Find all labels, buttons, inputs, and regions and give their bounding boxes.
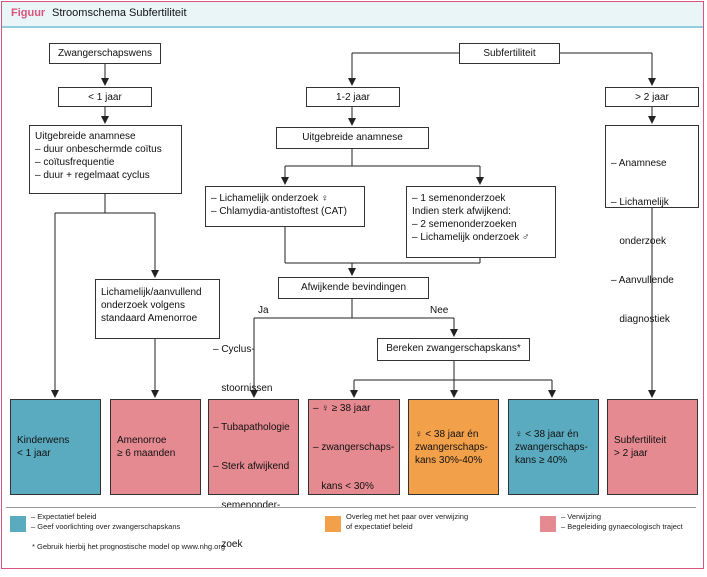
node-subfertiliteit: Subfertiliteit: [459, 43, 560, 64]
afwijkende-bevindingen-label: Afwijkende bevindingen: [300, 282, 407, 293]
amenorroe-std-line-3: standaard Amenorroe: [101, 313, 198, 324]
outcome-kinderwens-line-1: Kinderwens: [17, 435, 70, 446]
outcome-30-40: ♀ < 38 jaar én zwangerschaps- kans 30%-4…: [408, 399, 499, 495]
figure-title: Stroomschema Subfertiliteit: [52, 7, 187, 19]
semen-item-3: – 2 semenonderzoeken: [412, 219, 517, 230]
outcome-38-jaar-lt30: – ♀ ≥ 38 jaar – zwangerschaps- kans < 30…: [308, 399, 400, 495]
anamnese-right-item-2: – Lichamelijk: [611, 197, 669, 208]
outcome-lt30-line-2: – zwangerschaps-: [313, 441, 395, 453]
lich-onderzoek-item-2: – Chlamydia-antistoftest (CAT): [211, 206, 347, 217]
outcome-lt30-line-1: – ♀ ≥ 38 jaar: [313, 402, 371, 414]
outcome-cyclus-line-2: stoornissen: [213, 383, 273, 394]
anamnese-left-item-3: – duur + regelmaat cyclus: [35, 170, 150, 181]
lich-onderzoek-item-1: – Lichamelijk onderzoek ♀: [211, 193, 329, 204]
node-anamnese-right: – Anamnese – Lichamelijk onderzoek – Aan…: [605, 125, 699, 325]
legend-orange-line-1: Overleg met het paar over verwijzing: [346, 512, 469, 521]
outcome-subfert-line-1: Subfertiliteit: [614, 435, 667, 446]
anamnese-right-item-3: – Aanvullende: [611, 275, 674, 286]
legend-top-rule: [6, 507, 696, 508]
node-1-2-jaar-label: 1-2 jaar: [336, 92, 370, 103]
outcome-ge40-line-1: ♀ < 38 jaar én: [515, 428, 579, 440]
outcome-30-40-line-1: ♀ < 38 jaar én: [415, 428, 479, 440]
node-afwijkende-bevindingen: Afwijkende bevindingen: [278, 277, 429, 299]
node-1-2-jaar: 1-2 jaar: [306, 87, 400, 107]
outcome-cyclus-line-4: – Sterk afwijkend: [213, 461, 290, 472]
outcome-cyclusstoornissen: – Cyclus- stoornissen – Tubapathologie –…: [208, 344, 299, 550]
semen-item-2: Indien sterk afwijkend:: [412, 206, 511, 217]
outcome-amenorroe: Amenorroe ≥ 6 maanden: [110, 399, 201, 495]
label-ja: Ja: [258, 305, 269, 316]
amenorroe-std-line-2: onderzoek volgens: [101, 300, 185, 311]
node-gt2-jaar: > 2 jaar: [605, 87, 699, 107]
semen-item-1: – 1 semenonderzoek: [412, 193, 506, 204]
legend-swatch-teal: [10, 516, 26, 532]
outcome-cyclus-line-5: semenonder-: [213, 500, 281, 511]
node-uitgebreide-anamnese-mid: Uitgebreide anamnese: [276, 127, 429, 149]
node-zwangerschapswens-label: Zwangerschapswens: [58, 48, 152, 59]
anamnese-right-item-1: – Anamnese: [611, 158, 667, 169]
header-rule: [2, 26, 703, 28]
legend-orange-text: Overleg met het paar over verwijzing of …: [346, 512, 468, 532]
legend-teal-line-1: – Expectatief beleid: [31, 512, 97, 521]
outcome-cyclus-line-6: zoek: [213, 539, 243, 550]
anamnese-mid-label: Uitgebreide anamnese: [302, 132, 403, 143]
footnote: * Gebruik hierbij het prognostische mode…: [32, 542, 226, 551]
outcome-amenorroe-line-1: Amenorroe: [117, 435, 167, 446]
outcome-ge40: ♀ < 38 jaar én zwangerschaps- kans ≥ 40%: [508, 399, 599, 495]
outcome-ge40-line-2: zwangerschaps-: [515, 441, 588, 453]
outcome-kinderwens: Kinderwens < 1 jaar: [10, 399, 101, 495]
node-zwangerschapswens: Zwangerschapswens: [49, 43, 161, 64]
anamnese-left-item-2: – coïtusfrequentie: [35, 157, 115, 168]
node-semenonderzoek: – 1 semenonderzoek Indien sterk afwijken…: [406, 186, 556, 258]
figure-label: Figuur: [11, 7, 46, 19]
legend-pink-text: – Verwijzing – Begeleiding gynaecologisc…: [561, 512, 683, 532]
node-subfertiliteit-label: Subfertiliteit: [483, 48, 536, 59]
anamnese-right-item-3b: diagnostiek: [611, 314, 670, 325]
outcome-ge40-line-3: kans ≥ 40%: [515, 454, 568, 466]
node-lt1-jaar: < 1 jaar: [58, 87, 152, 107]
outcome-cyclus-line-1: – Cyclus-: [213, 344, 255, 355]
outcome-amenorroe-line-2: ≥ 6 maanden: [117, 448, 176, 459]
node-lichamelijk-onderzoek: – Lichamelijk onderzoek ♀ – Chlamydia-an…: [205, 186, 365, 227]
legend-swatch-orange: [325, 516, 341, 532]
outcome-lt30-line-3: kans < 30%: [313, 480, 374, 492]
anamnese-right-item-2b: onderzoek: [611, 236, 667, 247]
legend-swatch-pink: [540, 516, 556, 532]
node-lt1-jaar-label: < 1 jaar: [88, 92, 122, 103]
amenorroe-std-line-1: Lichamelijk/aanvullend: [101, 287, 202, 298]
legend-teal-text: – Expectatief beleid – Geef voorlichting…: [31, 512, 180, 532]
legend-teal-line-2: – Geef voorlichting over zwangerschapska…: [31, 522, 181, 531]
anamnese-left-title: Uitgebreide anamnese: [35, 131, 136, 142]
outcome-30-40-line-3: kans 30%-40%: [415, 454, 483, 466]
semen-item-4: – Lichamelijk onderzoek ♂: [412, 232, 530, 243]
node-uitgebreide-anamnese-left: Uitgebreide anamnese – duur onbeschermde…: [29, 125, 182, 194]
label-nee: Nee: [430, 305, 449, 316]
bereken-label: Bereken zwangerschapskans*: [386, 343, 521, 354]
legend-pink-line-1: – Verwijzing: [561, 512, 602, 521]
outcome-cyclus-line-3: – Tubapathologie: [213, 422, 290, 433]
legend-pink-line-2: – Begeleiding gynaecologisch traject: [561, 522, 683, 531]
anamnese-left-item-1: – duur onbeschermde coïtus: [35, 144, 162, 155]
figure-header: Figuur Stroomschema Subfertiliteit: [2, 2, 703, 26]
node-bereken-zwangerschapskans: Bereken zwangerschapskans*: [377, 338, 530, 361]
node-amenorroe-standaard: Lichamelijk/aanvullend onderzoek volgens…: [95, 279, 220, 339]
node-gt2-jaar-label: > 2 jaar: [635, 92, 669, 103]
outcome-subfert-line-2: > 2 jaar: [614, 448, 648, 459]
legend-orange-line-2: of expectatief beleid: [346, 522, 413, 531]
outcome-30-40-line-2: zwangerschaps-: [415, 441, 488, 453]
outcome-kinderwens-line-2: < 1 jaar: [17, 448, 51, 459]
outcome-subfertiliteit-gt2: Subfertiliteit > 2 jaar: [607, 399, 698, 495]
